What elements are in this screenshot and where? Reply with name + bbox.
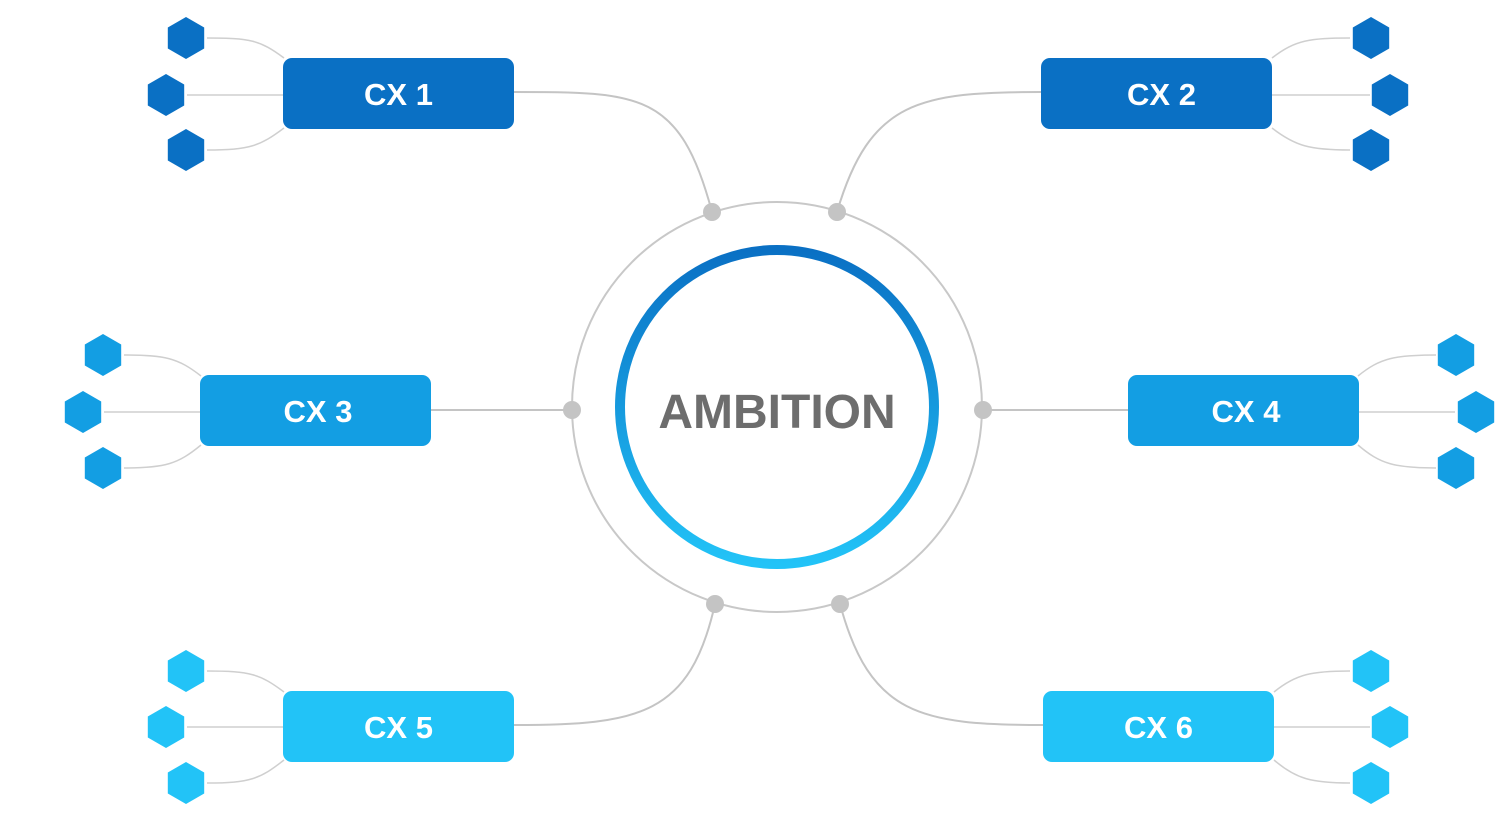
hexagon-icon [1437, 334, 1475, 376]
hexagon-icon [1352, 129, 1390, 171]
hexagon-icon [167, 17, 205, 59]
branch-line [1271, 37, 1351, 59]
ring-dots [563, 203, 992, 613]
connector-cx2 [836, 91, 1043, 213]
node-label: CX 2 [1127, 77, 1196, 112]
branch-line [1273, 670, 1351, 693]
ring-dot-cx3 [563, 401, 581, 419]
ring-dot-cx6 [831, 595, 849, 613]
branch-line [123, 354, 202, 377]
node-cx1[interactable]: CX 1 [147, 17, 514, 171]
branch-line [1357, 444, 1437, 469]
ring-dot-cx4 [974, 401, 992, 419]
node-label: CX 6 [1124, 710, 1193, 745]
node-box [200, 375, 431, 446]
hexagon-icon [84, 447, 122, 489]
node-label: CX 1 [364, 77, 433, 112]
inner-ring [615, 245, 939, 569]
nodes: CX 1 CX 2 CX 3 [64, 17, 1495, 804]
hexagon-icon [1457, 391, 1495, 433]
ring-dot-cx1 [703, 203, 721, 221]
node-cx5[interactable]: CX 5 [147, 650, 514, 804]
hexagon-icon [1352, 762, 1390, 804]
node-cx4[interactable]: CX 4 [1128, 334, 1495, 489]
hexagon-icon [167, 129, 205, 171]
branch-line [206, 127, 285, 151]
hexagon-icon [64, 391, 102, 433]
hexagon-icon [147, 74, 185, 116]
node-cx6[interactable]: CX 6 [1043, 650, 1409, 804]
node-label: CX 5 [364, 710, 433, 745]
hexagon-icon [147, 706, 185, 748]
branch-line [206, 670, 285, 693]
connectors [430, 91, 1128, 726]
hexagon-icon [84, 334, 122, 376]
hexagon-icon [167, 650, 205, 692]
hub: AMBITION [571, 201, 983, 613]
branch-line [123, 444, 202, 469]
node-box [283, 58, 514, 129]
connector-cx6 [839, 603, 1045, 726]
node-box [1128, 375, 1359, 446]
node-label: CX 3 [284, 394, 353, 429]
connector-cx1 [513, 91, 713, 213]
hexagon-icon [167, 762, 205, 804]
ring-dot-cx2 [828, 203, 846, 221]
hub-label: AMBITION [658, 386, 895, 439]
node-box [1041, 58, 1272, 129]
hexagon-icon [1352, 17, 1390, 59]
node-cx2[interactable]: CX 2 [1041, 17, 1409, 171]
connector-cx5 [513, 603, 716, 726]
hexagon-icon [1371, 706, 1409, 748]
hexagon-icon [1371, 74, 1409, 116]
ring-dot-cx5 [706, 595, 724, 613]
hexagon-icon [1352, 650, 1390, 692]
node-box [283, 691, 514, 762]
branch-line [1357, 354, 1437, 377]
branch-line [206, 759, 285, 784]
node-cx3[interactable]: CX 3 [64, 334, 431, 489]
branch-line [1273, 759, 1351, 784]
hexagon-icon [1437, 447, 1475, 489]
branch-line [1271, 127, 1351, 151]
node-box [1043, 691, 1274, 762]
branch-line [206, 37, 285, 59]
node-label: CX 4 [1212, 394, 1282, 429]
